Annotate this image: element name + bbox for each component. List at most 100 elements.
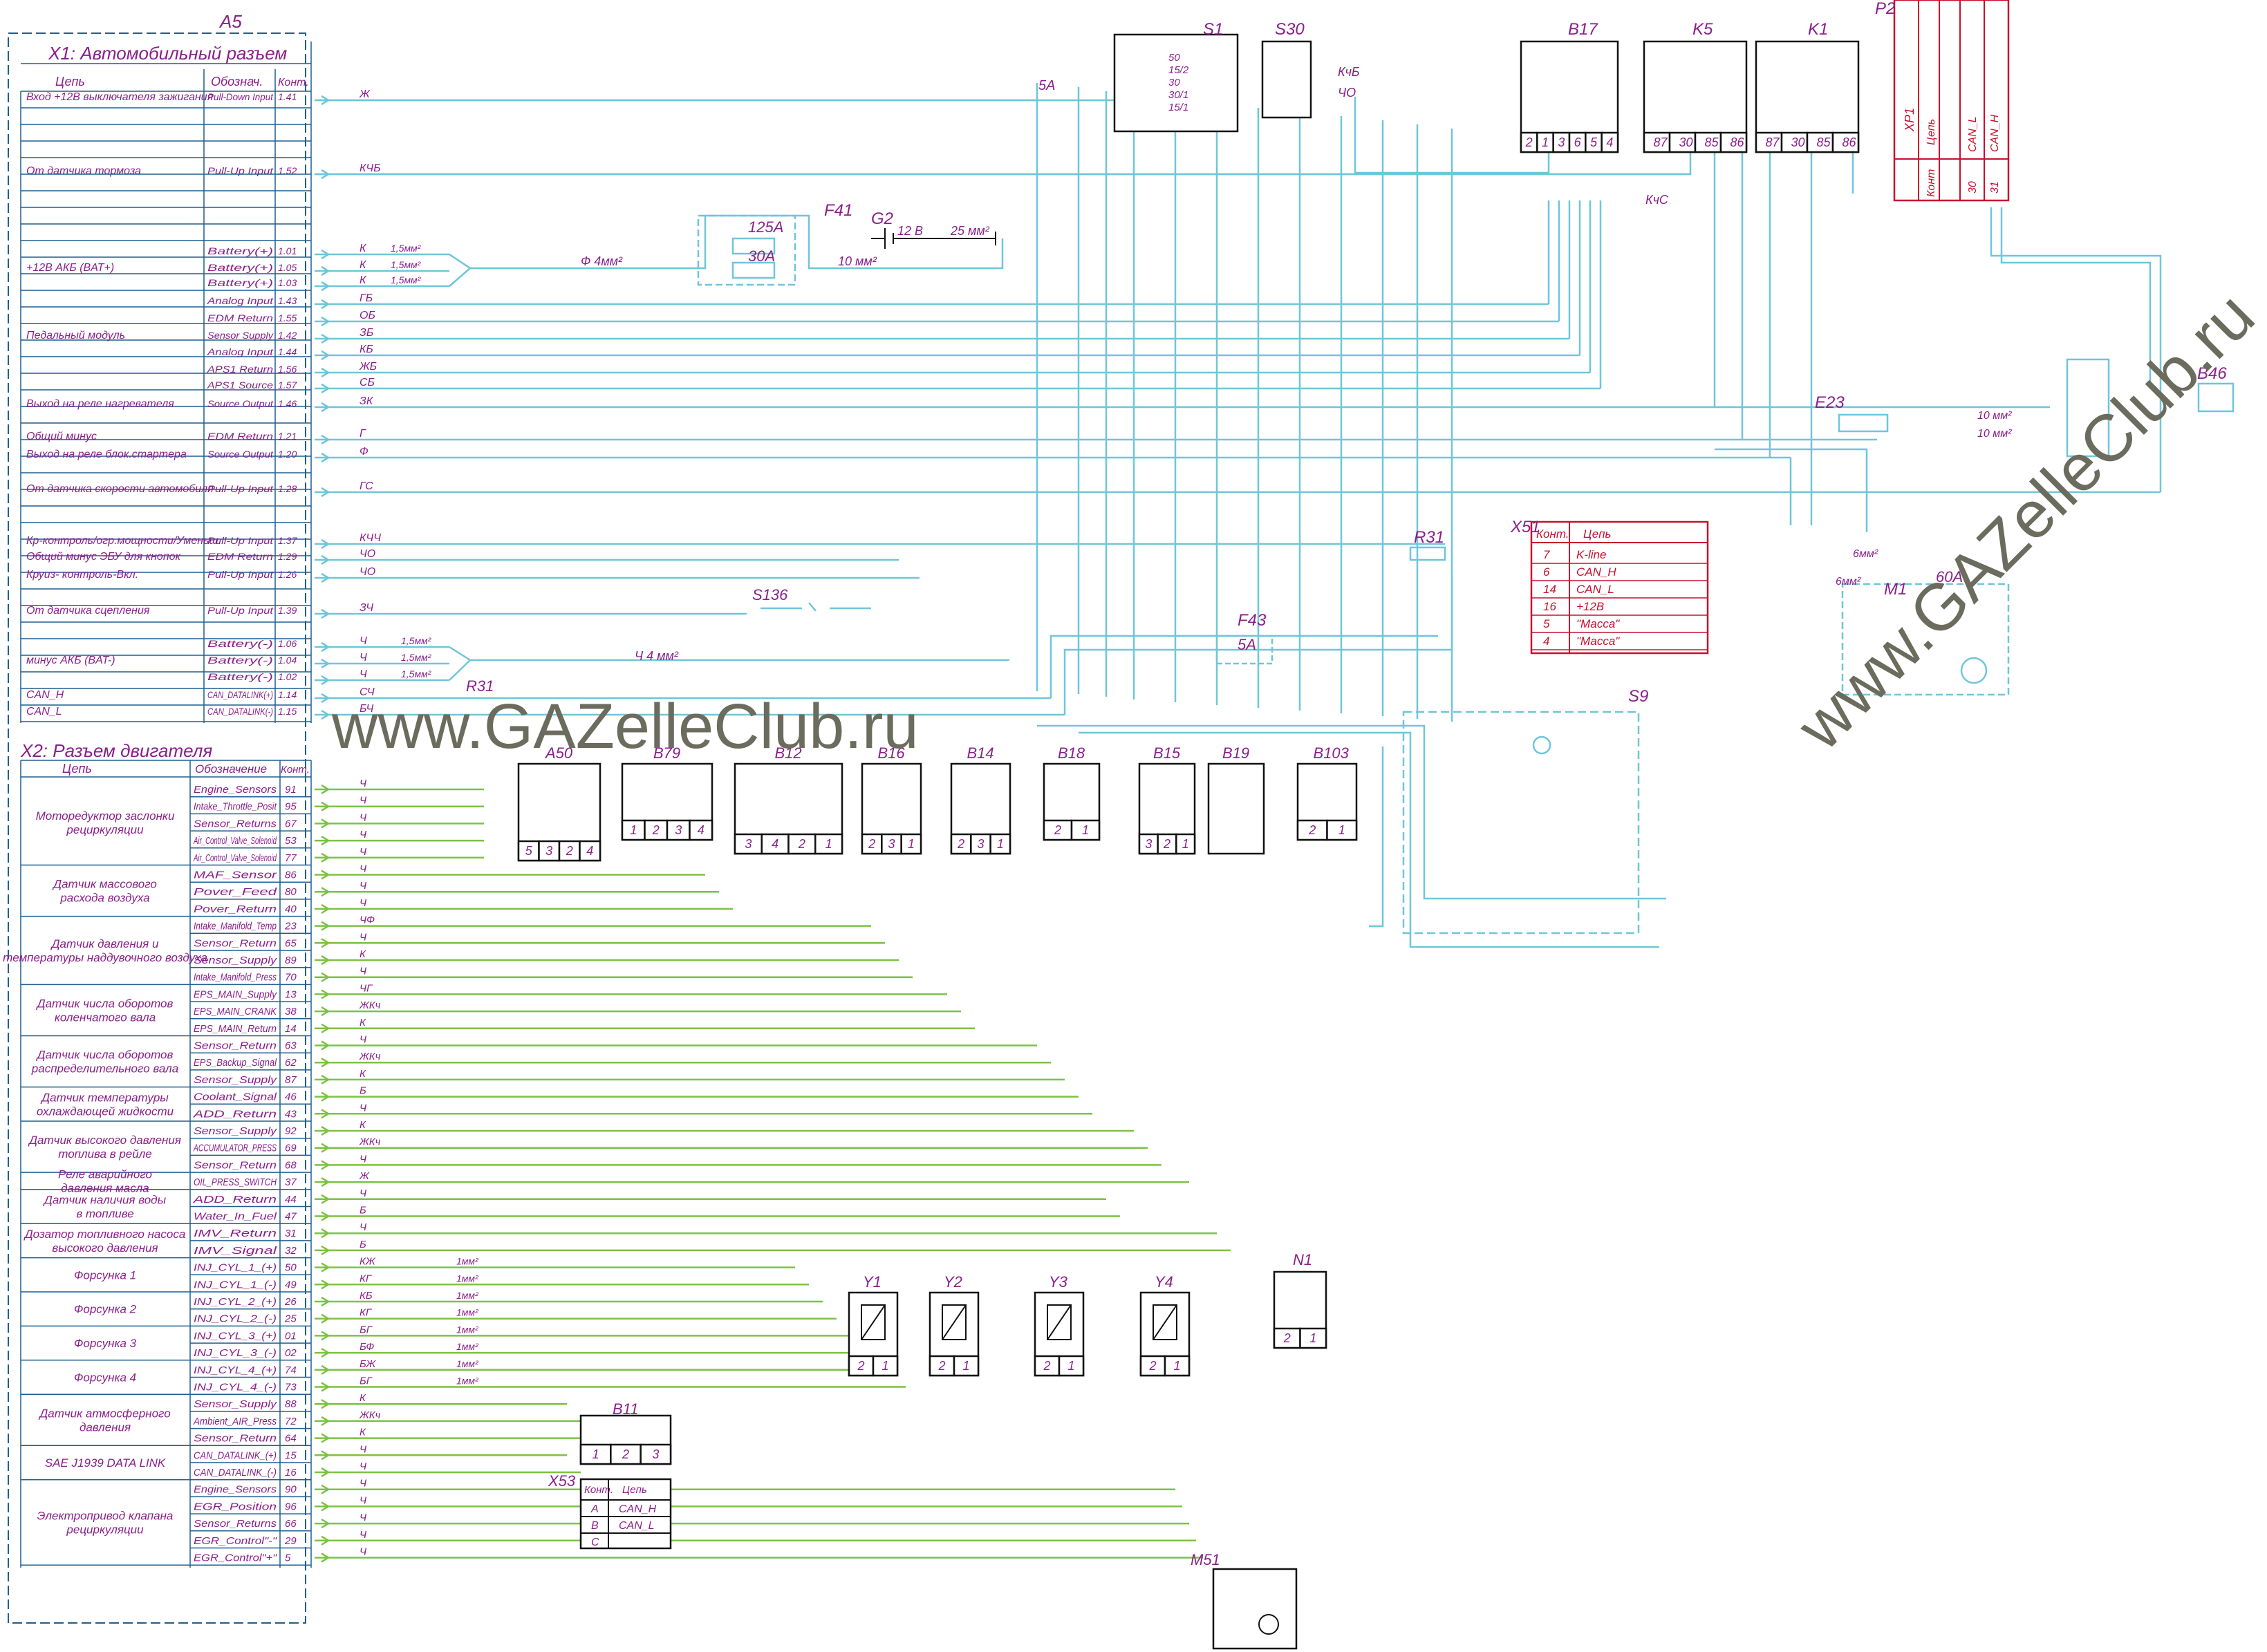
wire-color-label: КБ	[360, 344, 373, 355]
x1-row-pin: 1.44	[278, 346, 297, 357]
wire-color-label: К	[360, 243, 367, 254]
x2-row-pin: 15	[285, 1449, 297, 1461]
r31-top-label: R31	[1414, 528, 1444, 547]
wire-color-label: К	[360, 259, 367, 271]
x1-row-pin: 1.15	[278, 706, 297, 717]
r31-bottom-label: R31	[466, 677, 494, 695]
x1-row-designation: Battery(-)	[207, 638, 273, 649]
wire-color-label: Ч	[360, 1153, 367, 1165]
x1-row-designation: CAN_DATALINK(-)	[207, 706, 273, 717]
pin-number: 5	[1590, 135, 1598, 149]
x53-header-pin: Конт.	[584, 1484, 613, 1496]
s30-switch	[1261, 40, 1312, 119]
m1-6mm-a-label: 6мм²	[1853, 548, 1878, 560]
x2-group-label: рециркуляции	[66, 1523, 144, 1536]
x2-group-label: Датчик числа оборотов	[36, 997, 174, 1010]
x2-row-designation: IMV_Signal	[194, 1245, 277, 1257]
wire-color-label: ЖКч	[359, 1409, 381, 1421]
x2-row-designation: Sensor_Supply	[194, 1125, 278, 1137]
wire-color-label: ЗБ	[360, 327, 373, 339]
a5-title: A5	[218, 11, 242, 32]
x1-row-designation: APS1 Source	[207, 379, 273, 391]
wire-color-label: Ч	[360, 795, 367, 807]
x1-row-pin: 1.57	[278, 379, 297, 391]
pin-number: 3	[652, 1447, 659, 1461]
x1-row-pin: 1.06	[278, 638, 297, 649]
pin-number: 1	[593, 1447, 599, 1461]
x2-group-label: Дозатор топливного насоса	[24, 1228, 186, 1241]
fuse-125a-label: 125А	[748, 218, 783, 236]
x1-row-pin: 1.01	[278, 245, 297, 256]
wire-color-label: К	[360, 1427, 366, 1438]
wire-color-label: ЧГ	[360, 982, 373, 994]
pin-number: 1	[963, 1359, 970, 1373]
x2-group-label: рециркуляции	[66, 823, 144, 836]
wire-size-label: 1,5мм²	[401, 668, 432, 679]
b17-label: B17	[1568, 20, 1598, 39]
x1-row-designation: EDM Return	[207, 551, 273, 562]
x2-group-label: Датчик высокого давления	[28, 1134, 181, 1147]
wire-color-label: ОБ	[360, 310, 375, 321]
pin-number: 2	[1043, 1359, 1051, 1373]
wire-color-label: К	[360, 1392, 366, 1404]
wire-color-label: Ч	[360, 635, 367, 647]
k4c-label: КчС	[1645, 193, 1669, 207]
x1-row-designation: Source Output	[207, 449, 274, 460]
wire-color-label: Ж	[359, 88, 371, 100]
x2-row-designation: ADD_Return	[193, 1108, 277, 1120]
x2-row-pin: 66	[285, 1518, 297, 1530]
wire-color-label: КЖ	[360, 1256, 376, 1268]
x2-row-pin: 90	[285, 1484, 297, 1496]
wire-color-label: ЖКч	[359, 1136, 381, 1148]
x1-row-pin: 1.21	[278, 431, 297, 442]
x2-row-designation: Ambient_AIR_Press	[193, 1416, 277, 1427]
wire-color-label: БГ	[360, 1324, 373, 1335]
x2-row-pin: 14	[285, 1023, 297, 1035]
wire-color-label: ЗЧ	[360, 602, 373, 614]
pin-number: 1	[997, 837, 1004, 851]
wire-color-label: БЖ	[360, 1358, 376, 1370]
x2-group-label: Датчик наличия воды	[43, 1194, 167, 1207]
x51-row-circuit: K-line	[1576, 548, 1606, 561]
sensor-label: B19	[1222, 744, 1249, 762]
x1-header-designation: Обознач.	[211, 75, 263, 88]
pin-number: 5	[525, 844, 533, 858]
x2-row-pin: 44	[285, 1194, 297, 1205]
wire-color-label: Ч	[360, 931, 367, 943]
injector-wire-size: 1мм²	[456, 1341, 479, 1352]
p2-row-pin: 31	[1989, 181, 2001, 194]
x2-row-designation: EPS_Backup_Signal	[194, 1057, 277, 1069]
x53-label: X53	[548, 1472, 576, 1490]
x51-row-circuit: CAN_H	[1576, 565, 1616, 579]
pin-number: 2	[1163, 837, 1170, 851]
pin-number: 30	[1791, 135, 1805, 149]
e23-10mm-b-label: 10 мм²	[1977, 428, 2012, 440]
pin-number: 2	[566, 844, 573, 858]
wire-color-label: ЗК	[360, 395, 374, 407]
x2-row-designation: CAN_DATALINK_(-)	[194, 1467, 277, 1479]
injector-label: Y1	[863, 1273, 881, 1290]
injector-label: Y4	[1155, 1273, 1173, 1290]
x51-row-circuit: CAN_L	[1576, 583, 1614, 596]
wire-color-label: КГ	[360, 1307, 373, 1319]
x2-row-designation: INJ_CYL_2_(+)	[194, 1296, 277, 1308]
watermark-horizontal: www.GAZelleClub.ru	[331, 691, 919, 762]
injector-wire-size: 1мм²	[456, 1273, 479, 1284]
pin-number: 1	[1068, 1359, 1075, 1373]
x1-row-pin: 1.43	[278, 295, 297, 306]
x2-header-designation: Обозначение	[195, 762, 267, 776]
x1-row-circuit: Круиз- контроль-Вкл.	[26, 569, 138, 581]
m1-label: M1	[1884, 580, 1907, 599]
wire-color-label: КГ	[360, 1273, 373, 1284]
m1-starter	[1841, 583, 2010, 696]
x2-row-pin: 26	[284, 1296, 297, 1308]
pin-number: 2	[1525, 135, 1533, 149]
x1-row-designation: Analog Input	[207, 295, 274, 306]
wire-color-label: Ч	[360, 668, 367, 680]
wire-color-label: Ч	[360, 897, 367, 909]
